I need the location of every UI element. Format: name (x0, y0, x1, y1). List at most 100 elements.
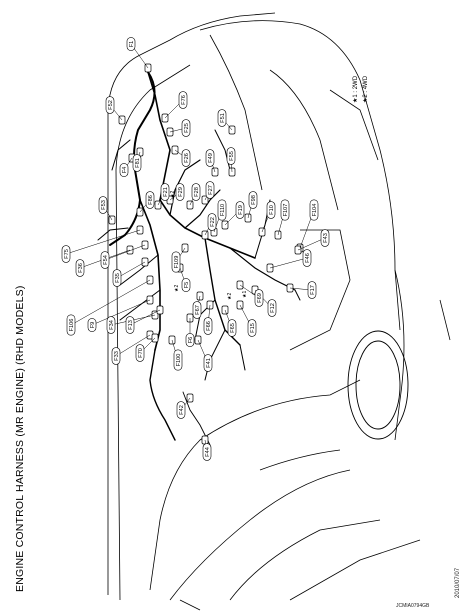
legend-item-2wd: ★1 : 2WD (353, 75, 359, 103)
connector-id: F86 (148, 195, 154, 205)
connector-id: F25 (184, 123, 190, 133)
connector-id: F22 (210, 217, 216, 227)
connector-label-f66: F66 (203, 317, 213, 335)
connector-id: F12 (270, 303, 276, 313)
connector-label-f106: F106 (66, 314, 76, 336)
harness-wires (97, 71, 301, 446)
connector-label-f65: F65 (227, 319, 237, 337)
connector-label-f5: F5 (181, 278, 191, 292)
variant-marks: ★2 ★2 ★1 ★2 (170, 191, 248, 300)
connector-label-f53: F53 (98, 196, 108, 214)
connector-id: F6 (188, 337, 194, 344)
connector-label-f10: F10 (266, 201, 276, 219)
connector-id: F19 (238, 205, 244, 215)
connector-pill (203, 317, 213, 335)
connector-label-f35: F35 (112, 269, 122, 287)
leader-line-f33 (115, 334, 151, 357)
connector-id: F69 (257, 293, 263, 303)
variant-mark: ★1 (242, 291, 248, 298)
connector-label-f107: F107 (280, 199, 290, 221)
connector-label-f17: F17 (307, 281, 317, 299)
connector-id: F36 (78, 263, 84, 273)
connector-id: F107 (283, 204, 289, 217)
connector-label-f110: F110 (217, 199, 227, 221)
connector-id: F29 (178, 187, 184, 197)
connector-label-f51: F51 (217, 109, 227, 127)
connector-pill (266, 201, 276, 219)
connector-pill (192, 301, 202, 319)
connector-id: F26 (184, 153, 190, 163)
legend-item-4wd: ★2 : 4WD (363, 75, 369, 103)
variant-mark: ★2 (170, 191, 176, 198)
leader-line-f35 (116, 261, 146, 279)
variant-mark: ★2 (174, 285, 180, 292)
connector-id: F65 (230, 323, 236, 333)
connector-label-f69: F69 (254, 289, 264, 307)
connector-pill (235, 201, 245, 219)
connector-id: F75 (64, 249, 70, 259)
connector-label-f34: F34 (106, 316, 116, 334)
connector-pill (98, 196, 108, 214)
connector-id: F81 (135, 158, 141, 168)
connector-label-f22: F22 (207, 213, 217, 231)
connector-pill (132, 154, 142, 172)
connector-label-f98: F98 (248, 191, 258, 209)
connector-id: F67 (195, 305, 201, 315)
connector-label-f81: F81 (132, 154, 142, 172)
revision-date: 2010/07/07 (455, 567, 461, 598)
connector-pill (176, 401, 186, 419)
connector-label-f28: F28 (191, 183, 201, 201)
connector-pill (160, 183, 170, 201)
connector-label-f100: F100 (173, 349, 183, 371)
connector-label-f26: F26 (181, 149, 191, 167)
page-title: ENGINE CONTROL HARNESS (MR ENGINE) (RHD … (14, 285, 26, 592)
connector-id: F43 (323, 233, 329, 243)
connector-id: F100 (176, 354, 182, 367)
connector-pill (112, 269, 122, 287)
connector-label-f9: F9 (87, 318, 97, 332)
connector-id: F9 (90, 322, 96, 329)
connector-pill (217, 199, 227, 221)
connector-pill (173, 349, 183, 371)
connector-label-f86: F86 (145, 191, 155, 209)
connector-id: F35 (115, 273, 121, 283)
leader-line-f75 (65, 229, 141, 255)
connector-pill (185, 333, 195, 347)
connector-pill (205, 181, 215, 199)
connector-label-f42: F42 (176, 401, 186, 419)
connector-label-f6: F6 (185, 333, 195, 347)
connector-id: F34 (109, 320, 115, 330)
vehicle-body-outline (107, 12, 451, 611)
connector-id: F109 (174, 256, 180, 269)
connector-id: F15 (250, 323, 256, 333)
connector-label-f25: F25 (181, 119, 191, 137)
connector-label-f36: F36 (75, 259, 85, 277)
connector-id: F17 (310, 285, 316, 295)
connector-id: F4 (122, 167, 128, 174)
connector-id: F52 (108, 100, 114, 110)
connector-pill (106, 316, 116, 334)
leader-line-f43 (297, 237, 326, 251)
connector-label-f109: F109 (171, 251, 181, 273)
connector-pill (126, 37, 136, 51)
connector-id: F5 (184, 282, 190, 289)
leader-line-f9 (91, 299, 151, 326)
connector-pill (309, 199, 319, 221)
connector-id: F1 (129, 41, 135, 48)
figure-code: JCMIA0794GB (396, 603, 430, 609)
connector-id: F46 (305, 253, 311, 263)
connector-id: F33 (114, 351, 120, 361)
variant-mark: ★2 (227, 293, 233, 300)
connector-pill (217, 109, 227, 127)
connector-pill (207, 213, 217, 231)
connector-pill (145, 191, 155, 209)
connector-pill (105, 96, 115, 114)
connector-pill (227, 319, 237, 337)
connector-id: F70 (138, 348, 144, 358)
connector-id: F13 (128, 320, 134, 330)
connector-label-f13: F13 (125, 316, 135, 334)
connector-label-f21: F21 (160, 183, 170, 201)
connector-pill (181, 119, 191, 137)
